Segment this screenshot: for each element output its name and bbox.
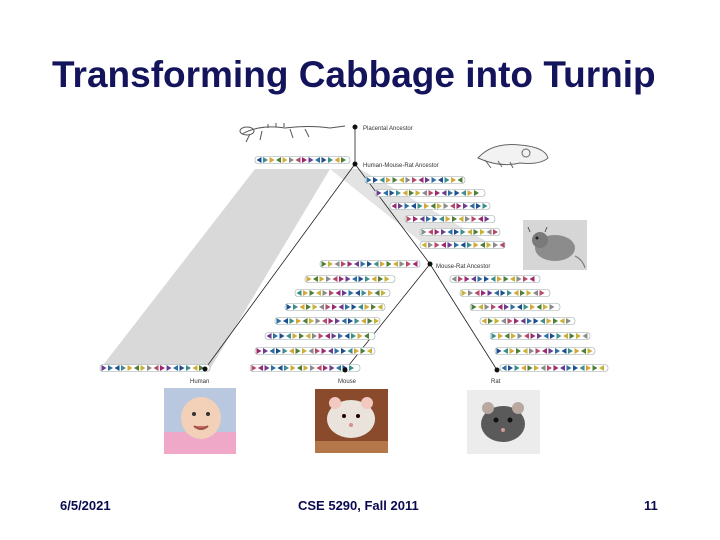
- genome-block-row: [420, 242, 505, 249]
- footer-course: CSE 5290, Fall 2011: [298, 498, 419, 513]
- genome-block-row: [450, 276, 540, 283]
- genome-block-row: [405, 216, 495, 223]
- genome-block-row: [100, 365, 210, 372]
- genome-block-row: [495, 348, 595, 355]
- skull-sketch-icon: [478, 145, 548, 168]
- node-dot-human: [203, 367, 208, 372]
- node-label-rat: Rat: [491, 379, 501, 385]
- genome-block-row: [375, 190, 485, 197]
- footer-slide-number: 11: [644, 498, 658, 513]
- genome-block-row: [365, 177, 465, 184]
- human-baby-photo: [164, 388, 236, 454]
- genome-block-row: [255, 157, 350, 164]
- genome-block-row: [285, 304, 385, 311]
- genome-block-row: [295, 290, 390, 297]
- rat-photo: [467, 390, 540, 454]
- genome-block-row: [265, 333, 375, 340]
- genome-block-row: [320, 261, 420, 268]
- node-label-mouse-rat: Mouse-Rat Ancestor: [436, 264, 490, 270]
- genome-block-row: [460, 290, 550, 297]
- footer-date: 6/5/2021: [60, 498, 111, 513]
- genome-block-row: [255, 348, 375, 355]
- node-label-mouse: Mouse: [338, 379, 357, 385]
- node-label-human: Human: [190, 379, 209, 385]
- node-dot-mouse-rat: [428, 262, 433, 267]
- node-label-hmr: Human-Mouse-Rat Ancestor: [363, 163, 439, 169]
- genome-block-row: [480, 318, 575, 325]
- genome-block-row: [275, 318, 380, 325]
- mouse-rat-ancestor-photo: [523, 220, 587, 270]
- genome-block-row: [420, 229, 500, 236]
- genome-block-row: [390, 203, 490, 210]
- node-dot-rat: [495, 368, 500, 373]
- placental-skeleton-icon: [240, 123, 345, 142]
- genome-block-row: [490, 333, 590, 340]
- genome-block-row: [305, 276, 395, 283]
- node-dot-hmr: [353, 162, 358, 167]
- node-dot-mouse: [343, 368, 348, 373]
- genome-block-row: [500, 365, 608, 372]
- node-dot-placental: [353, 125, 358, 130]
- genome-block-row: [470, 304, 560, 311]
- mouse-photo: [315, 389, 388, 453]
- node-label-placental: Placental Ancestor: [363, 126, 413, 132]
